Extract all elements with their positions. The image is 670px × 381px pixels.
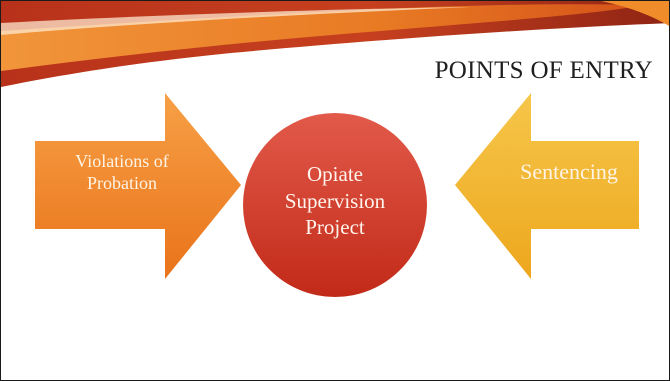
left-arrow bbox=[35, 93, 241, 279]
center-circle bbox=[243, 113, 427, 297]
center-circle-label: Opiate Supervision Project bbox=[247, 161, 423, 241]
banner-corner-accent bbox=[601, 1, 669, 26]
right-arrow bbox=[455, 93, 639, 279]
center-label-line1: Opiate bbox=[307, 162, 363, 186]
header-swoosh bbox=[1, 1, 669, 87]
right-arrow-label: Sentencing bbox=[520, 159, 618, 184]
left-arrow-label: Violations of Probation bbox=[37, 151, 207, 194]
center-label-line3: Project bbox=[305, 215, 365, 240]
slide-title: POINTS OF ENTRY bbox=[434, 57, 653, 84]
left-arrow-label-line2: Probation bbox=[87, 172, 157, 193]
banner-light-streak bbox=[1, 7, 471, 35]
center-label-line2: Supervision bbox=[284, 188, 386, 213]
left-arrow-label-line1: Violations of bbox=[75, 151, 169, 171]
